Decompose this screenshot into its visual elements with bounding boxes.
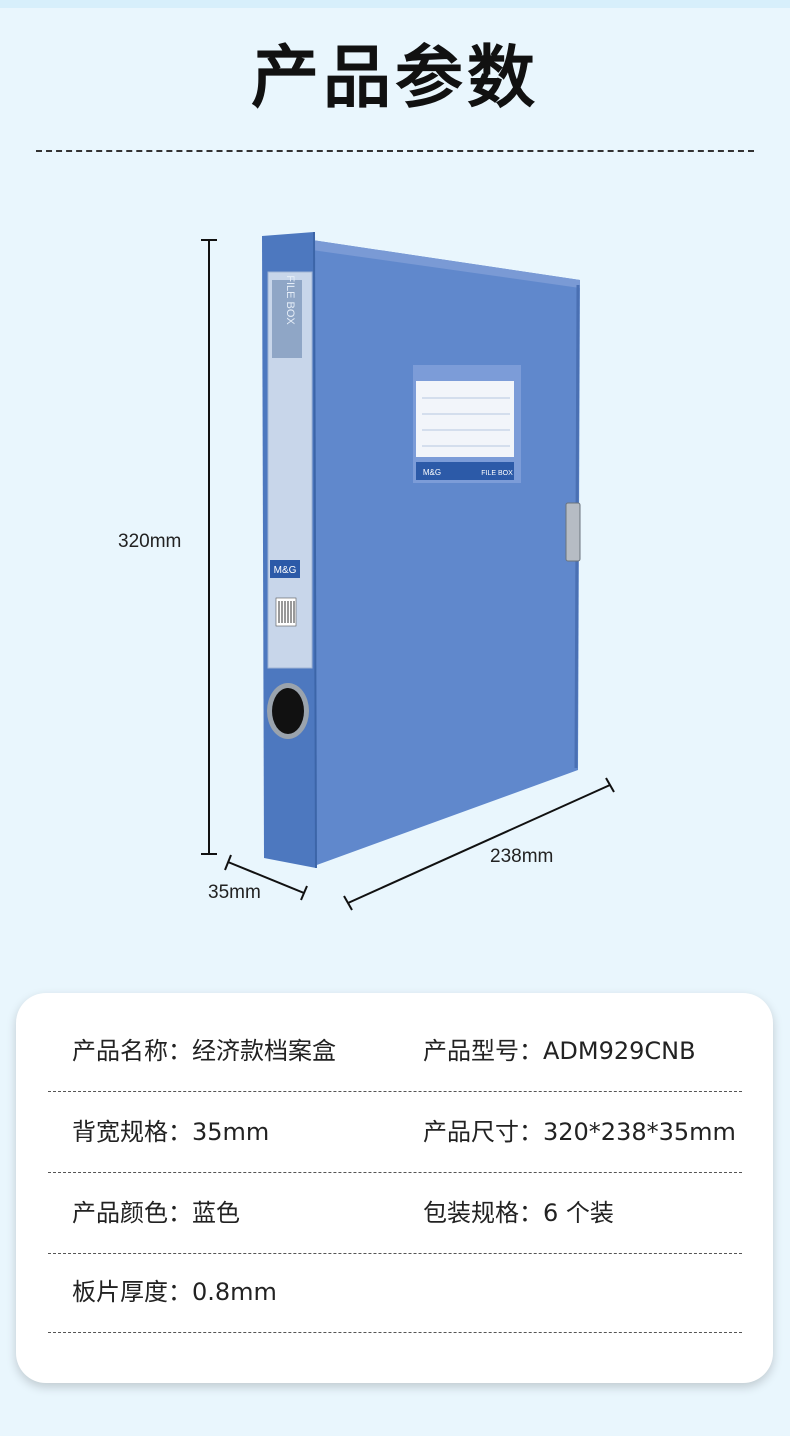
spec-card: 产品名称：经济款档案盒 产品型号：ADM929CNB 背宽规格：35mm 产品尺… [16, 993, 773, 1383]
clasp-icon [565, 502, 581, 562]
file-box: FILE BOX M&G M&G FILE BOX [262, 231, 581, 869]
spec-value: 蓝色 [192, 1199, 240, 1227]
spec-item: 产品颜色：蓝色 [72, 1173, 240, 1253]
spec-row: 产品名称：经济款档案盒 产品型号：ADM929CNB [48, 1011, 742, 1092]
spec-item: 产品型号：ADM929CNB [423, 1011, 696, 1091]
spec-key: 产品型号： [423, 1037, 543, 1065]
spec-item: 包装规格：6 个装 [423, 1173, 614, 1253]
front-label: FILE BOX [481, 470, 513, 477]
spec-key: 背宽规格： [72, 1118, 192, 1146]
product-figure: 320mm 35mm 238mm FILE BOX M&G [118, 231, 615, 911]
height-dimension [201, 239, 217, 855]
width-dimension [343, 777, 615, 911]
spec-row: 背宽规格：35mm 产品尺寸：320*238*35mm [48, 1092, 742, 1173]
spec-item: 产品尺寸：320*238*35mm [423, 1092, 736, 1172]
height-label: 320mm [118, 531, 181, 552]
barcode-icon [278, 601, 295, 623]
finger-ring-icon [267, 683, 309, 739]
spine-brand: M&G [274, 565, 297, 576]
spec-value: 320*238*35mm [543, 1118, 736, 1146]
spec-row: 产品颜色：蓝色 包装规格：6 个装 [48, 1173, 742, 1254]
spec-row: 板片厚度：0.8mm [48, 1252, 742, 1333]
title-divider [36, 150, 754, 152]
spec-key: 产品尺寸： [423, 1118, 543, 1146]
width-label: 238mm [490, 846, 553, 867]
top-strip [0, 0, 790, 8]
depth-label: 35mm [208, 882, 261, 903]
front-brand: M&G [423, 468, 441, 477]
spec-value: 0.8mm [192, 1278, 277, 1306]
spec-value: ADM929CNB [543, 1037, 696, 1065]
spec-value: 35mm [192, 1118, 270, 1146]
spec-key: 板片厚度： [72, 1278, 192, 1306]
page-title: 产品参数 [250, 39, 539, 118]
depth-dimension [224, 854, 308, 901]
spec-value: 6 个装 [543, 1199, 614, 1227]
spec-key: 包装规格： [423, 1199, 543, 1227]
spec-key: 产品名称： [72, 1037, 192, 1065]
spec-value: 经济款档案盒 [192, 1037, 336, 1065]
spec-item: 产品名称：经济款档案盒 [72, 1011, 336, 1091]
spec-item: 背宽规格：35mm [72, 1092, 269, 1172]
spec-item: 板片厚度：0.8mm [72, 1252, 277, 1332]
spine-label: FILE BOX [284, 275, 296, 325]
spec-key: 产品颜色： [72, 1199, 192, 1227]
